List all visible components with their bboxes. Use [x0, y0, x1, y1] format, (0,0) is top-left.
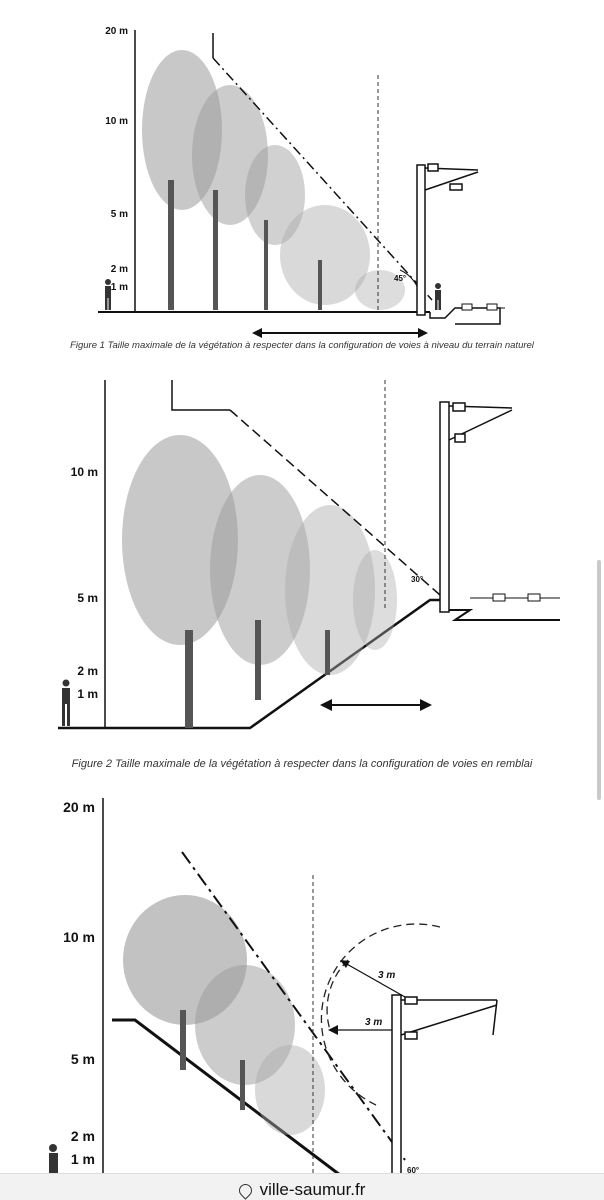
fig2-label-10m: 10 m	[71, 465, 98, 479]
fig3-label-2m: 2 m	[71, 1128, 95, 1144]
figure-3-diagram: 20 m 10 m 5 m 2 m 1 m 3 m 3 m	[49, 798, 498, 1177]
vegetation	[123, 895, 325, 1135]
fig3-distance-label-1: 3 m	[378, 970, 395, 981]
fig1-label-5m: 5 m	[111, 209, 128, 220]
person-icon	[49, 1144, 58, 1175]
figure-1: 20 m 10 m 5 m 2 m 1 m	[0, 0, 604, 340]
fig1-label-20m: 20 m	[105, 26, 128, 37]
catenary-pole	[391, 994, 498, 1176]
fig1-label-10m: 10 m	[105, 116, 128, 127]
catenary-pole	[439, 401, 513, 613]
fig2-angle-label: 30°	[411, 575, 423, 584]
fig3-label-1m: 1 m	[71, 1151, 95, 1167]
figure-3: 20 m 10 m 5 m 2 m 1 m 3 m 3 m	[0, 790, 604, 1177]
address-text: ville-saumur.fr	[0, 1180, 604, 1200]
fig1-angle-label: 45°	[394, 274, 406, 283]
fig2-label-2m: 2 m	[77, 664, 98, 678]
width-arrow	[252, 328, 428, 338]
person-icon	[62, 679, 70, 726]
vegetation	[142, 50, 405, 310]
catenary-pole	[416, 163, 479, 316]
figure-2-caption: Figure 2 Taille maximale de la végétatio…	[71, 758, 533, 770]
person-icon	[435, 283, 441, 310]
width-arrow	[320, 699, 432, 711]
fig2-label-1m: 1 m	[77, 687, 98, 701]
fig3-label-10m: 10 m	[63, 929, 95, 945]
figure-2: 10 m 5 m 2 m 1 m 30°	[0, 370, 604, 750]
vegetation	[122, 435, 397, 728]
fig3-label-5m: 5 m	[71, 1051, 95, 1067]
figure-1-diagram: 20 m 10 m 5 m 2 m 1 m	[98, 26, 505, 338]
url-label: ville-saumur.fr	[259, 1180, 366, 1199]
person-icon	[105, 279, 111, 310]
fig1-label-1m: 1 m	[111, 282, 128, 293]
fig2-label-5m: 5 m	[77, 591, 98, 605]
fig3-label-20m: 20 m	[63, 799, 95, 815]
location-pin-icon	[235, 1181, 255, 1200]
scrollbar[interactable]	[597, 560, 601, 800]
browser-address-bar[interactable]: ville-saumur.fr	[0, 1173, 604, 1200]
figure-2-diagram: 10 m 5 m 2 m 1 m 30°	[58, 380, 560, 730]
fig3-angle-label: 60°	[407, 1166, 419, 1175]
fig3-distance-label-2: 3 m	[365, 1017, 382, 1028]
figure-1-caption: Figure 1 Taille maximale de la végétatio…	[70, 340, 534, 351]
fig1-label-2m: 2 m	[111, 264, 128, 275]
